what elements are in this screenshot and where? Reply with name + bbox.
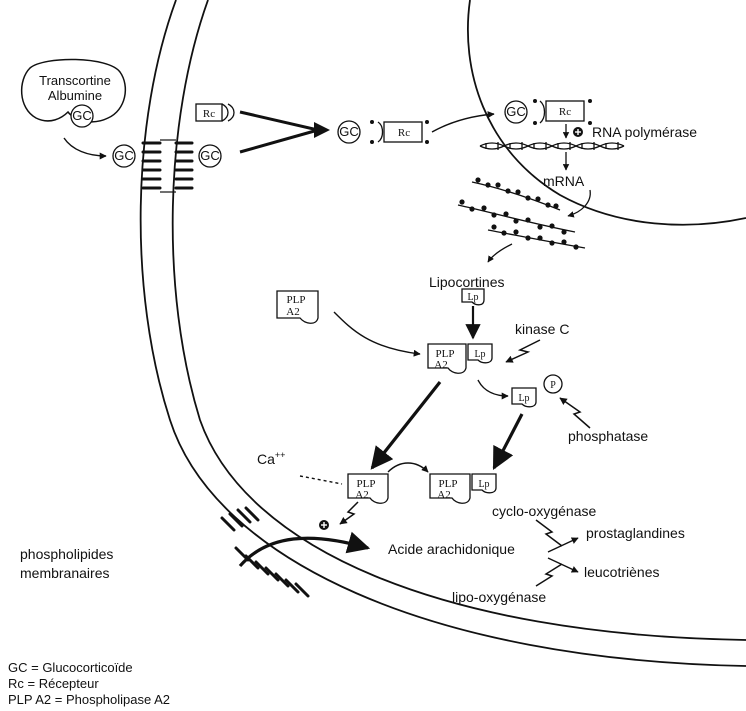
convergence-arrowhead [314,122,330,138]
leucotrienes-label: leucotriènes [584,564,660,580]
svg-text:GC: GC [339,124,359,139]
svg-text:Lp: Lp [474,349,485,360]
legend-rc: Rc = Récepteur [8,676,170,692]
lipo-lightning [536,564,562,586]
phospholipides-label-line2: membranaires [20,565,109,581]
phosphatase-lightning [560,398,590,428]
mrna-label: mRNA [543,173,585,189]
gc-free-inside: GC [199,145,221,167]
calcium-label: Ca++ [257,450,285,467]
svg-text:GC: GC [200,148,220,163]
svg-text:GC: GC [72,108,92,123]
arrow-gc-release [64,138,106,156]
svg-text:Rc: Rc [203,108,215,120]
svg-text:A2: A2 [286,306,299,318]
plp-lp-complex: PLP A2 Lp [428,344,492,373]
cyclo-oxygenase-label: cyclo-oxygénase [492,503,596,519]
arrow-plp-to-complex [334,312,420,354]
plp-a2-active: PLP A2 [348,474,388,503]
arrow-convergence [240,112,318,152]
arrow-lp-to-complex-reformed [494,414,522,468]
arrow-to-prostaglandines [548,538,578,552]
acide-arachidonique-label: Acide arachidonique [388,541,515,557]
arrow-to-lipocortines [488,244,512,262]
svg-text:Lp: Lp [478,479,489,490]
plp-activation-lightning [340,502,358,524]
kinase-c-label: kinase C [515,321,569,337]
svg-text:GC: GC [114,148,134,163]
svg-text:A2: A2 [434,359,447,371]
lp-lipocortine: Lp [462,289,484,305]
gc-bound: GC [71,105,93,127]
polysome-strands [458,182,585,248]
legend-plp: PLP A2 = Phospholipase A2 [8,692,170,708]
arrow-to-lp-phosphorylated [478,380,508,396]
rna-polymerase-label: RNA polymérase [592,124,697,140]
carrier-label-transcortine: Transcortine [39,73,111,88]
plp-lp-complex-inactive: PLP A2 Lp [430,474,496,503]
calcium-dotted-arrow [300,476,342,484]
svg-text:A2: A2 [355,489,368,501]
legend-gc: GC = Glucocorticoïde [8,660,170,676]
cyclo-lightning [536,520,562,546]
svg-text:Lp: Lp [467,292,478,303]
svg-text:A2: A2 [437,489,450,501]
carrier-label-albumine: Albumine [48,88,102,103]
svg-text:PLP: PLP [287,294,306,306]
gc-rc-nuclear-complex: GC Rc [505,99,592,125]
rna-polymerase-plus [573,127,583,137]
phosphatase-label: phosphatase [568,428,648,444]
svg-text:GC: GC [506,104,526,119]
arrow-plp-to-plp-lp [388,463,428,472]
lp-phosphorylated: Lp P [512,375,562,407]
arrow-membrane-to-arachidonic [240,538,368,566]
svg-text:Rc: Rc [398,127,410,139]
arrow-mrna-to-ribosomes [568,190,590,216]
gc-free-outside: GC [113,145,135,167]
receptor-free: Rc [196,104,234,121]
kinase-c-lightning [506,340,540,362]
prostaglandines-label: prostaglandines [586,525,685,541]
legend: GC = Glucocorticoïde Rc = Récepteur PLP … [8,660,170,708]
lipocortines-label: Lipocortines [429,274,505,290]
plp-activation-plus [319,520,329,530]
gc-rc-complex: GC Rc [338,120,429,144]
membrane-channel-lower [222,508,308,596]
plp-a2-free: PLP A2 [277,291,318,323]
membrane-channel-upper [143,143,192,188]
dna-helix [480,142,624,150]
svg-text:Rc: Rc [559,106,571,118]
arrow-to-nucleus [432,114,494,132]
phospholipides-label-line1: phospholipides [20,546,113,562]
svg-text:P: P [550,380,556,391]
arrow-complex-to-plp-active [372,382,440,468]
svg-text:Lp: Lp [518,393,529,404]
lipo-oxygenase-label: lipo-oxygénase [452,589,546,605]
